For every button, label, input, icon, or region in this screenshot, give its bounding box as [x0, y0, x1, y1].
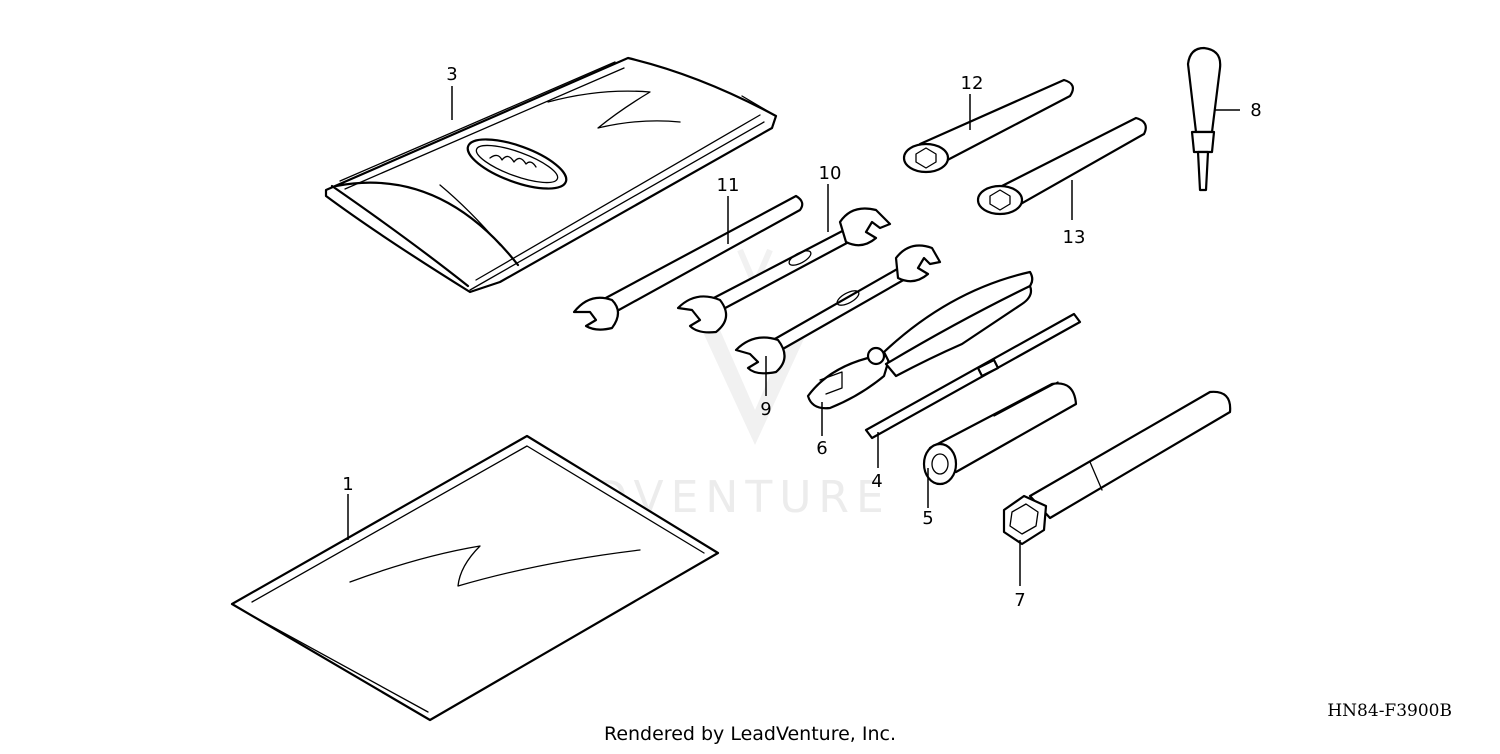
rendered-by: Rendered by LeadVenture, Inc. — [604, 723, 896, 745]
callout-8: 8 — [1250, 100, 1261, 121]
leader-lines — [347, 86, 1240, 586]
callout-13: 13 — [1063, 227, 1086, 248]
callout-3: 3 — [446, 64, 457, 85]
box-wrench-13 — [976, 116, 1147, 216]
callout-4: 4 — [871, 471, 882, 492]
screwdriver — [864, 312, 1082, 440]
driver-bit — [1186, 46, 1222, 192]
callout-12: 12 — [961, 73, 984, 94]
tool-bag — [324, 56, 778, 294]
callout-10: 10 — [819, 163, 842, 184]
callout-7: 7 — [1014, 590, 1025, 611]
pliers — [806, 270, 1034, 410]
callout-1: 1 — [342, 474, 353, 495]
diagram-code: HN84-F3900B — [1327, 701, 1452, 721]
callout-11: 11 — [717, 175, 740, 196]
box-wrench-12 — [902, 78, 1074, 174]
callout-9: 9 — [760, 399, 771, 420]
wrench-9 — [734, 244, 942, 375]
socket-wrench — [922, 381, 1078, 486]
callouts: 1 3 4 5 6 7 8 9 10 11 12 13 — [342, 64, 1261, 611]
wrench-long — [572, 194, 804, 331]
plug-wrench — [1002, 390, 1232, 546]
callout-5: 5 — [922, 508, 933, 529]
callout-6: 6 — [816, 438, 827, 459]
wrench-10 — [676, 207, 892, 334]
owner-manual — [230, 434, 720, 722]
